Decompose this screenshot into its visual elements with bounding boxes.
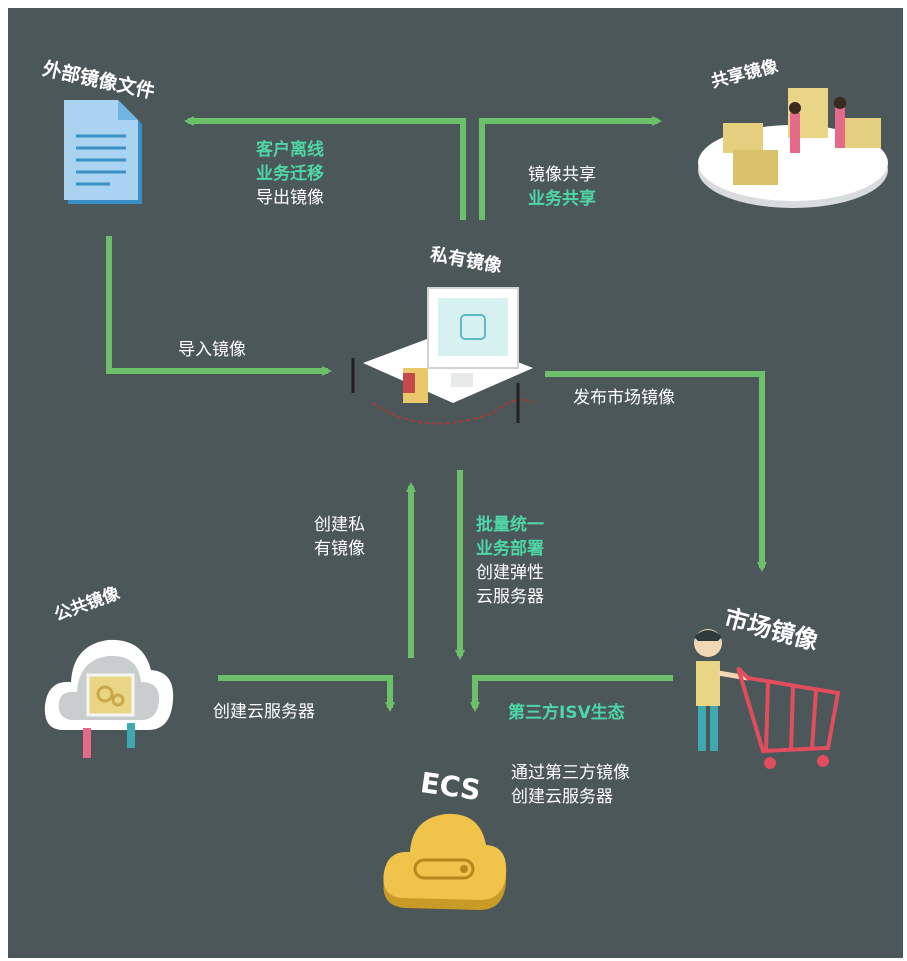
arrow-import: [106, 236, 332, 376]
label-batch-line4: 云服务器: [476, 587, 544, 607]
ecs-cloud-icon: [383, 813, 507, 910]
label-share-line1: 镜像共享: [528, 165, 596, 185]
label-third-party-line2: 通过第三方镜像: [511, 763, 630, 783]
flow-arrows: [106, 116, 767, 712]
label-create-private: 创建私 有镜像: [314, 513, 365, 561]
label-batch: 批量统一 业务部署 创建弹性 云服务器: [476, 513, 544, 609]
label-third-party-line1: 第三方ISV生态: [508, 703, 625, 723]
label-batch-line2: 业务部署: [476, 539, 544, 559]
label-export-line1: 客户离线: [256, 140, 324, 160]
label-third-party-title: 第三方ISV生态: [508, 701, 625, 725]
label-publish-line1: 发布市场镜像: [573, 388, 675, 408]
diagram-canvas: 外部镜像文件 共享镜像 私有镜像 公共镜像 市场镜像 ECS 客户离线 业务迁移…: [8, 8, 903, 958]
label-create-private-line1: 创建私: [314, 515, 365, 535]
label-export-line3: 导出镜像: [256, 188, 324, 208]
label-share-line2: 业务共享: [528, 189, 596, 209]
label-third-party-desc: 通过第三方镜像 创建云服务器: [511, 761, 630, 809]
arrow-from-public: [218, 675, 395, 712]
label-batch-line3: 创建弹性: [476, 563, 544, 583]
market-cart-icon: [694, 629, 841, 769]
label-third-party-line3: 创建云服务器: [511, 787, 613, 807]
private-computer-icon: [351, 287, 534, 425]
label-export-line2: 业务迁移: [256, 164, 324, 184]
document-icon: [64, 100, 142, 204]
label-batch-line1: 批量统一: [476, 515, 544, 535]
arrow-third-party: [470, 675, 673, 712]
arrow-export: [184, 116, 466, 220]
public-cloud-icon: [44, 639, 174, 758]
arrow-share: [479, 116, 662, 220]
label-from-public: 创建云服务器: [213, 700, 315, 724]
arrow-publish: [545, 371, 767, 572]
label-import-line1: 导入镜像: [178, 340, 246, 360]
label-create-private-line2: 有镜像: [314, 539, 365, 559]
label-export: 客户离线 业务迁移 导出镜像: [256, 138, 324, 210]
label-share: 镜像共享 业务共享: [528, 163, 596, 211]
label-from-public-line1: 创建云服务器: [213, 702, 315, 722]
label-publish: 发布市场镜像: [573, 386, 675, 410]
label-import: 导入镜像: [178, 338, 246, 362]
shared-cloud-icon: [698, 88, 888, 208]
